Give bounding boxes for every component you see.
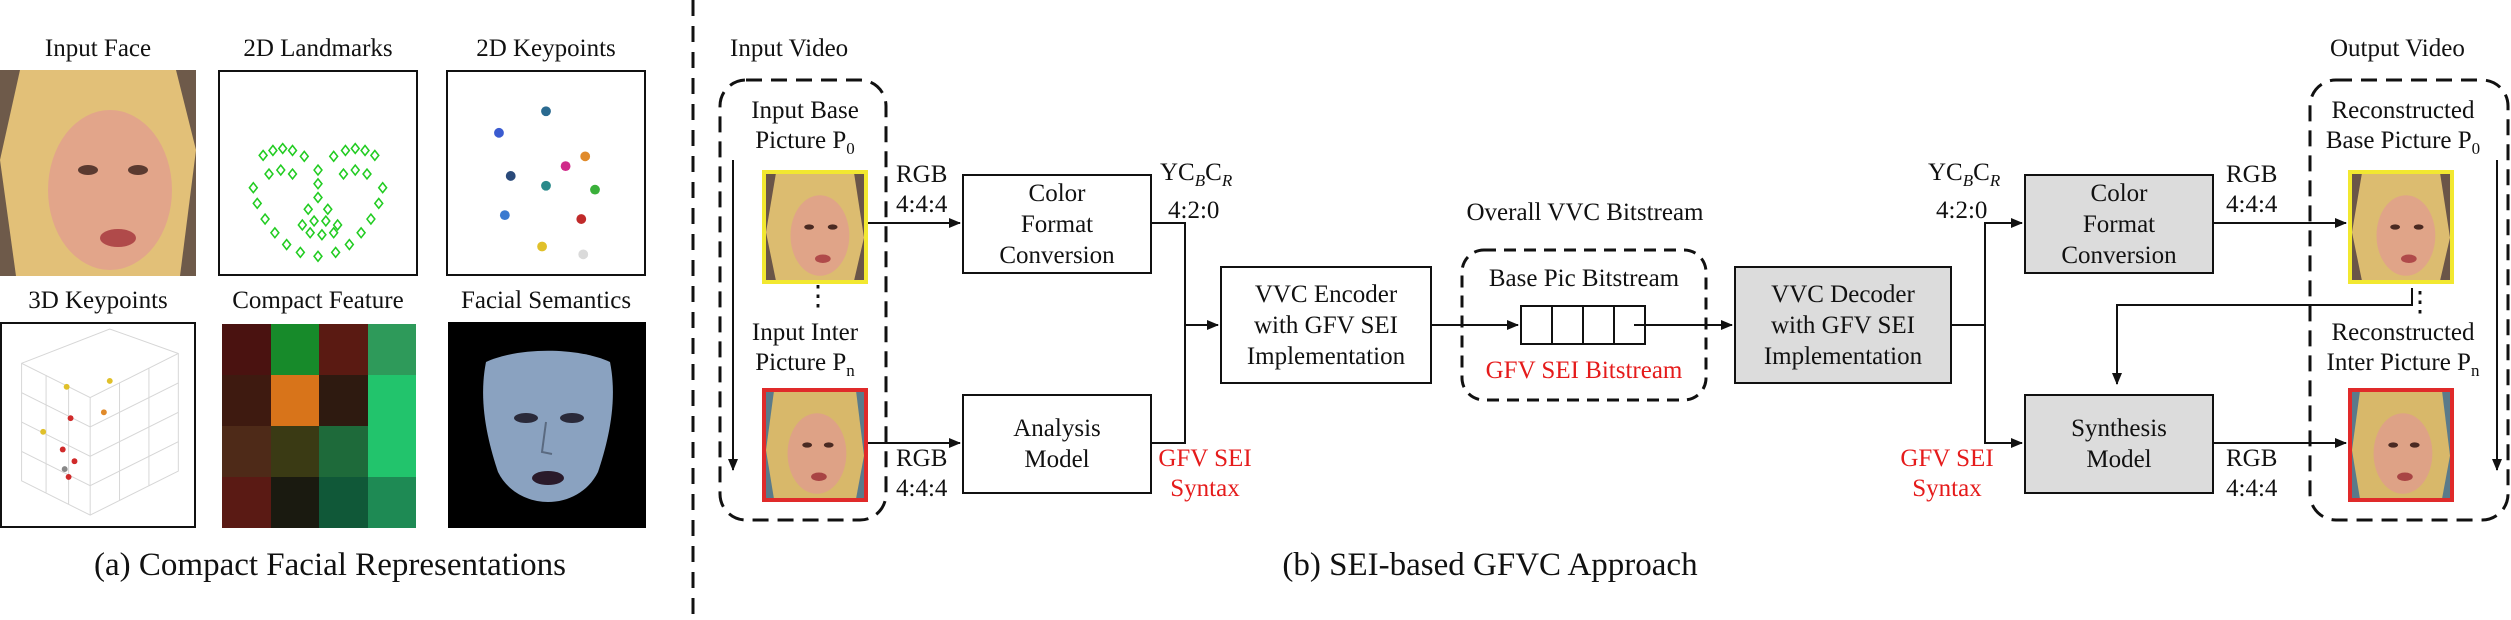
keypoints-2d-image — [446, 70, 646, 276]
recon-inter-label: Reconstructed Inter Picture Pn — [2326, 319, 2480, 380]
compact-feature-cell — [270, 324, 319, 375]
input-ellipsis: ⋮ — [804, 281, 832, 312]
landmarks-2d-label: 2D Landmarks — [243, 35, 393, 62]
input-inter-picture — [762, 388, 868, 502]
ycbcr-right-label: YCBCR 4:2:0 — [1928, 159, 2001, 224]
input-face-label: Input Face — [44, 35, 152, 62]
output-video-group — [2308, 78, 2510, 522]
recon-inter-picture — [2348, 388, 2454, 502]
facial-semantics-image — [448, 322, 646, 528]
left-caption: (a) Compact Facial Representations — [94, 547, 566, 583]
keypoints-3d-image — [0, 322, 196, 528]
compact-feature-cell — [319, 375, 368, 426]
compact-feature-cell — [270, 375, 319, 426]
output-video-label: Output Video — [2330, 35, 2465, 62]
bitstream-blocks — [1520, 305, 1646, 345]
compact-feature-cell — [270, 426, 319, 477]
compact-feature-cell — [367, 324, 416, 375]
compact-feature-cell — [319, 324, 368, 375]
ycbcr-left-label: YCBCR 4:2:0 — [1160, 159, 1233, 224]
recon-base-picture — [2348, 170, 2454, 284]
compact-feature-cell — [319, 426, 368, 477]
input-video-label: Input Video — [730, 35, 849, 62]
facial-semantics-label: Facial Semantics — [460, 287, 632, 314]
compact-feature-cell — [319, 477, 368, 528]
keypoints-2d-label: 2D Keypoints — [476, 35, 616, 62]
gfv-sei-syntax-right: GFV SEI Syntax — [1900, 445, 1994, 502]
compact-feature-cell — [222, 375, 271, 426]
landmarks-2d-image — [218, 70, 418, 276]
compact-feature-cell — [367, 426, 416, 477]
compact-feature-cell — [222, 426, 271, 477]
compact-feature-cell — [222, 324, 271, 375]
analysis-model-box: Analysis Model — [962, 394, 1152, 494]
output-ellipsis: ⋮ — [2406, 287, 2434, 318]
input-video-group — [718, 78, 888, 522]
overall-bitstream-label: Overall VVC Bitstream — [1466, 199, 1704, 226]
gfv-sei-bitstream-label: GFV SEI Bitstream — [1485, 357, 1683, 384]
compact-feature-cell — [270, 477, 319, 528]
compact-feature-label: Compact Feature — [232, 287, 404, 314]
color-format-conversion-left: Color Format Conversion — [962, 174, 1152, 274]
right-caption: (b) SEI-based GFVC Approach — [1282, 547, 1698, 583]
compact-feature-cell — [367, 375, 416, 426]
input-base-label: Input Base Picture P0 — [751, 97, 859, 158]
compact-feature-cell — [222, 477, 271, 528]
vvc-encoder-box: VVC Encoder with GFV SEI Implementation — [1220, 266, 1432, 384]
gfv-sei-syntax-left: GFV SEI Syntax — [1158, 445, 1252, 502]
input-inter-label: Input Inter Picture Pn — [751, 319, 859, 380]
recon-base-label: Reconstructed Base Picture P0 — [2325, 97, 2481, 158]
synthesis-model-box: Synthesis Model — [2024, 394, 2214, 494]
input-base-picture — [762, 170, 868, 284]
vvc-decoder-box: VVC Decoder with GFV SEI Implementation — [1734, 266, 1952, 384]
color-format-conversion-right: Color Format Conversion — [2024, 174, 2214, 274]
base-pic-bitstream-label: Base Pic Bitstream — [1488, 265, 1680, 292]
input-face-image — [0, 70, 196, 276]
compact-feature-cell — [367, 477, 416, 528]
compact-feature-grid — [222, 324, 416, 528]
keypoints-3d-label: 3D Keypoints — [28, 287, 168, 314]
